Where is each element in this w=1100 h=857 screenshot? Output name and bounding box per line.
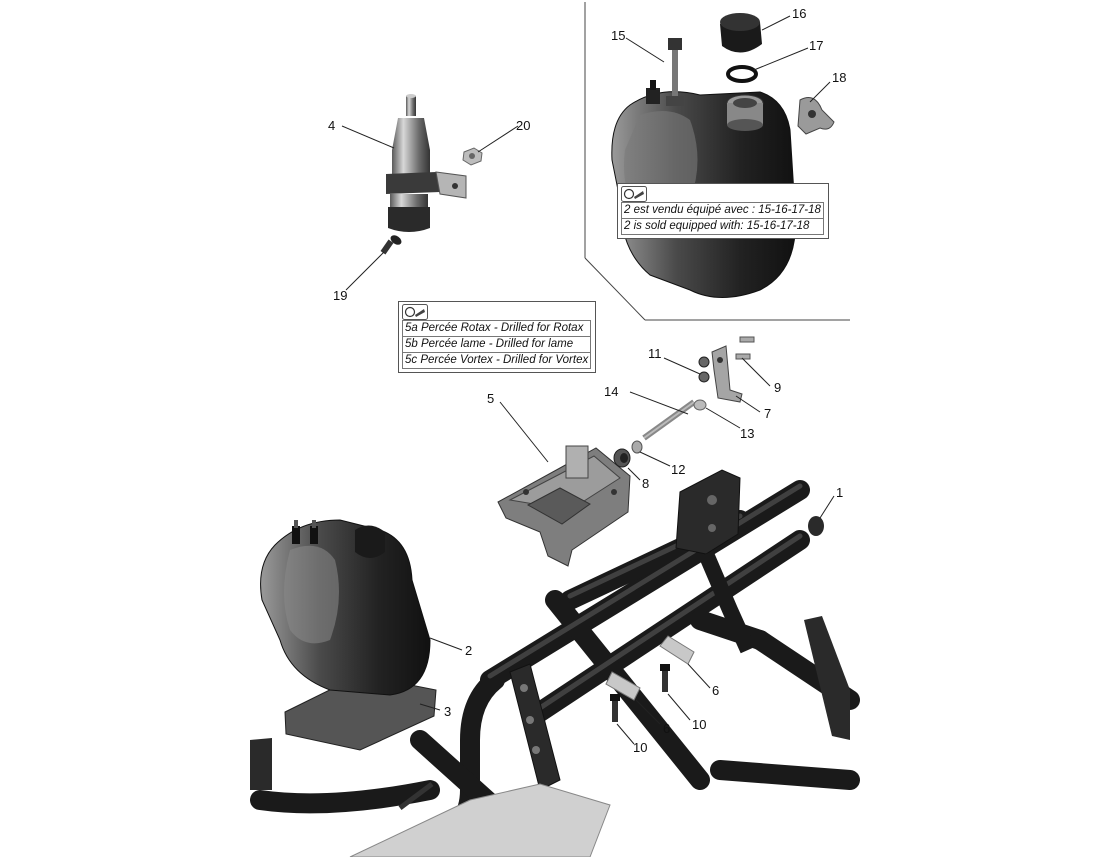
part-7-bracket <box>711 345 743 403</box>
part-17-oring <box>726 65 758 83</box>
part-5-seat-bracket <box>497 445 631 567</box>
callout-9: 9 <box>774 380 781 395</box>
callout-2: 2 <box>465 643 472 658</box>
callout-17: 17 <box>809 38 823 53</box>
callout-6a: 6 <box>712 683 719 698</box>
part-13-washer <box>693 399 707 411</box>
part-1-endcap <box>808 516 824 536</box>
callout-1: 1 <box>836 485 843 500</box>
part-12-washer <box>631 440 643 454</box>
part-10-bolt-a <box>660 664 670 692</box>
part-15-vent-fitting <box>646 38 684 106</box>
tank-kit-note: 2 est vendu équipé avec : 15-16-17-18 2 … <box>617 183 829 239</box>
inset-divider <box>584 2 850 321</box>
tank-note-line-en: 2 is sold equipped with: 15-16-17-18 <box>621 218 824 235</box>
part-18-clamp <box>797 97 835 135</box>
callout-18: 18 <box>832 70 846 85</box>
steering-column-mount <box>675 469 756 654</box>
part-6-slider-b <box>605 671 641 701</box>
callout-15: 15 <box>611 28 625 43</box>
callout-10a: 10 <box>692 717 706 732</box>
callout-13: 13 <box>740 426 754 441</box>
part-16-cap <box>720 13 762 53</box>
callout-10b: 10 <box>633 740 647 755</box>
callout-6b: 6 <box>663 721 670 736</box>
part-4-cylinder <box>386 94 467 232</box>
callout-4: 4 <box>328 118 335 133</box>
part-11-nuts <box>698 356 710 383</box>
callout-19: 19 <box>333 288 347 303</box>
drill-variants-note: 5a Percée Rotax - Drilled for Rotax 5b P… <box>398 301 597 373</box>
part-20-nut <box>462 147 483 166</box>
callout-12: 12 <box>671 462 685 477</box>
callout-16: 16 <box>792 6 806 21</box>
callout-14: 14 <box>604 384 618 399</box>
frame-right-arm <box>804 616 850 740</box>
callout-20: 20 <box>516 118 530 133</box>
floor-pan <box>349 783 611 857</box>
kit-icon <box>402 304 428 320</box>
part-10-bolt-b <box>610 694 620 722</box>
tank-note-line-fr: 2 est vendu équipé avec : 15-16-17-18 <box>621 202 824 219</box>
drill-note-line-5b: 5b Percée lame - Drilled for lame <box>402 336 592 353</box>
drill-note-line-5c: 5c Percée Vortex - Drilled for Vortex <box>402 352 592 369</box>
part-6-slider-a <box>659 635 695 665</box>
drill-note-line-5a: 5a Percée Rotax - Drilled for Rotax <box>402 320 592 337</box>
part-2-fuel-tank <box>260 519 431 696</box>
part-9-screws <box>735 336 755 360</box>
frame-bracket-left <box>509 663 561 791</box>
callout-labels: 4 20 19 15 16 17 18 11 9 7 14 13 5 12 8 … <box>328 6 846 755</box>
callout-3: 3 <box>444 704 451 719</box>
leader-lines <box>341 15 835 745</box>
callout-5: 5 <box>487 391 494 406</box>
part-14-bolt <box>642 399 696 441</box>
hose-fitting <box>398 782 434 810</box>
part-19-screw <box>380 235 402 255</box>
frame-left-bracket <box>250 738 272 790</box>
part-8-bushing <box>613 448 631 468</box>
kit-icon <box>621 186 647 202</box>
callout-8: 8 <box>642 476 649 491</box>
callout-11: 11 <box>648 346 662 361</box>
callout-7: 7 <box>764 406 771 421</box>
